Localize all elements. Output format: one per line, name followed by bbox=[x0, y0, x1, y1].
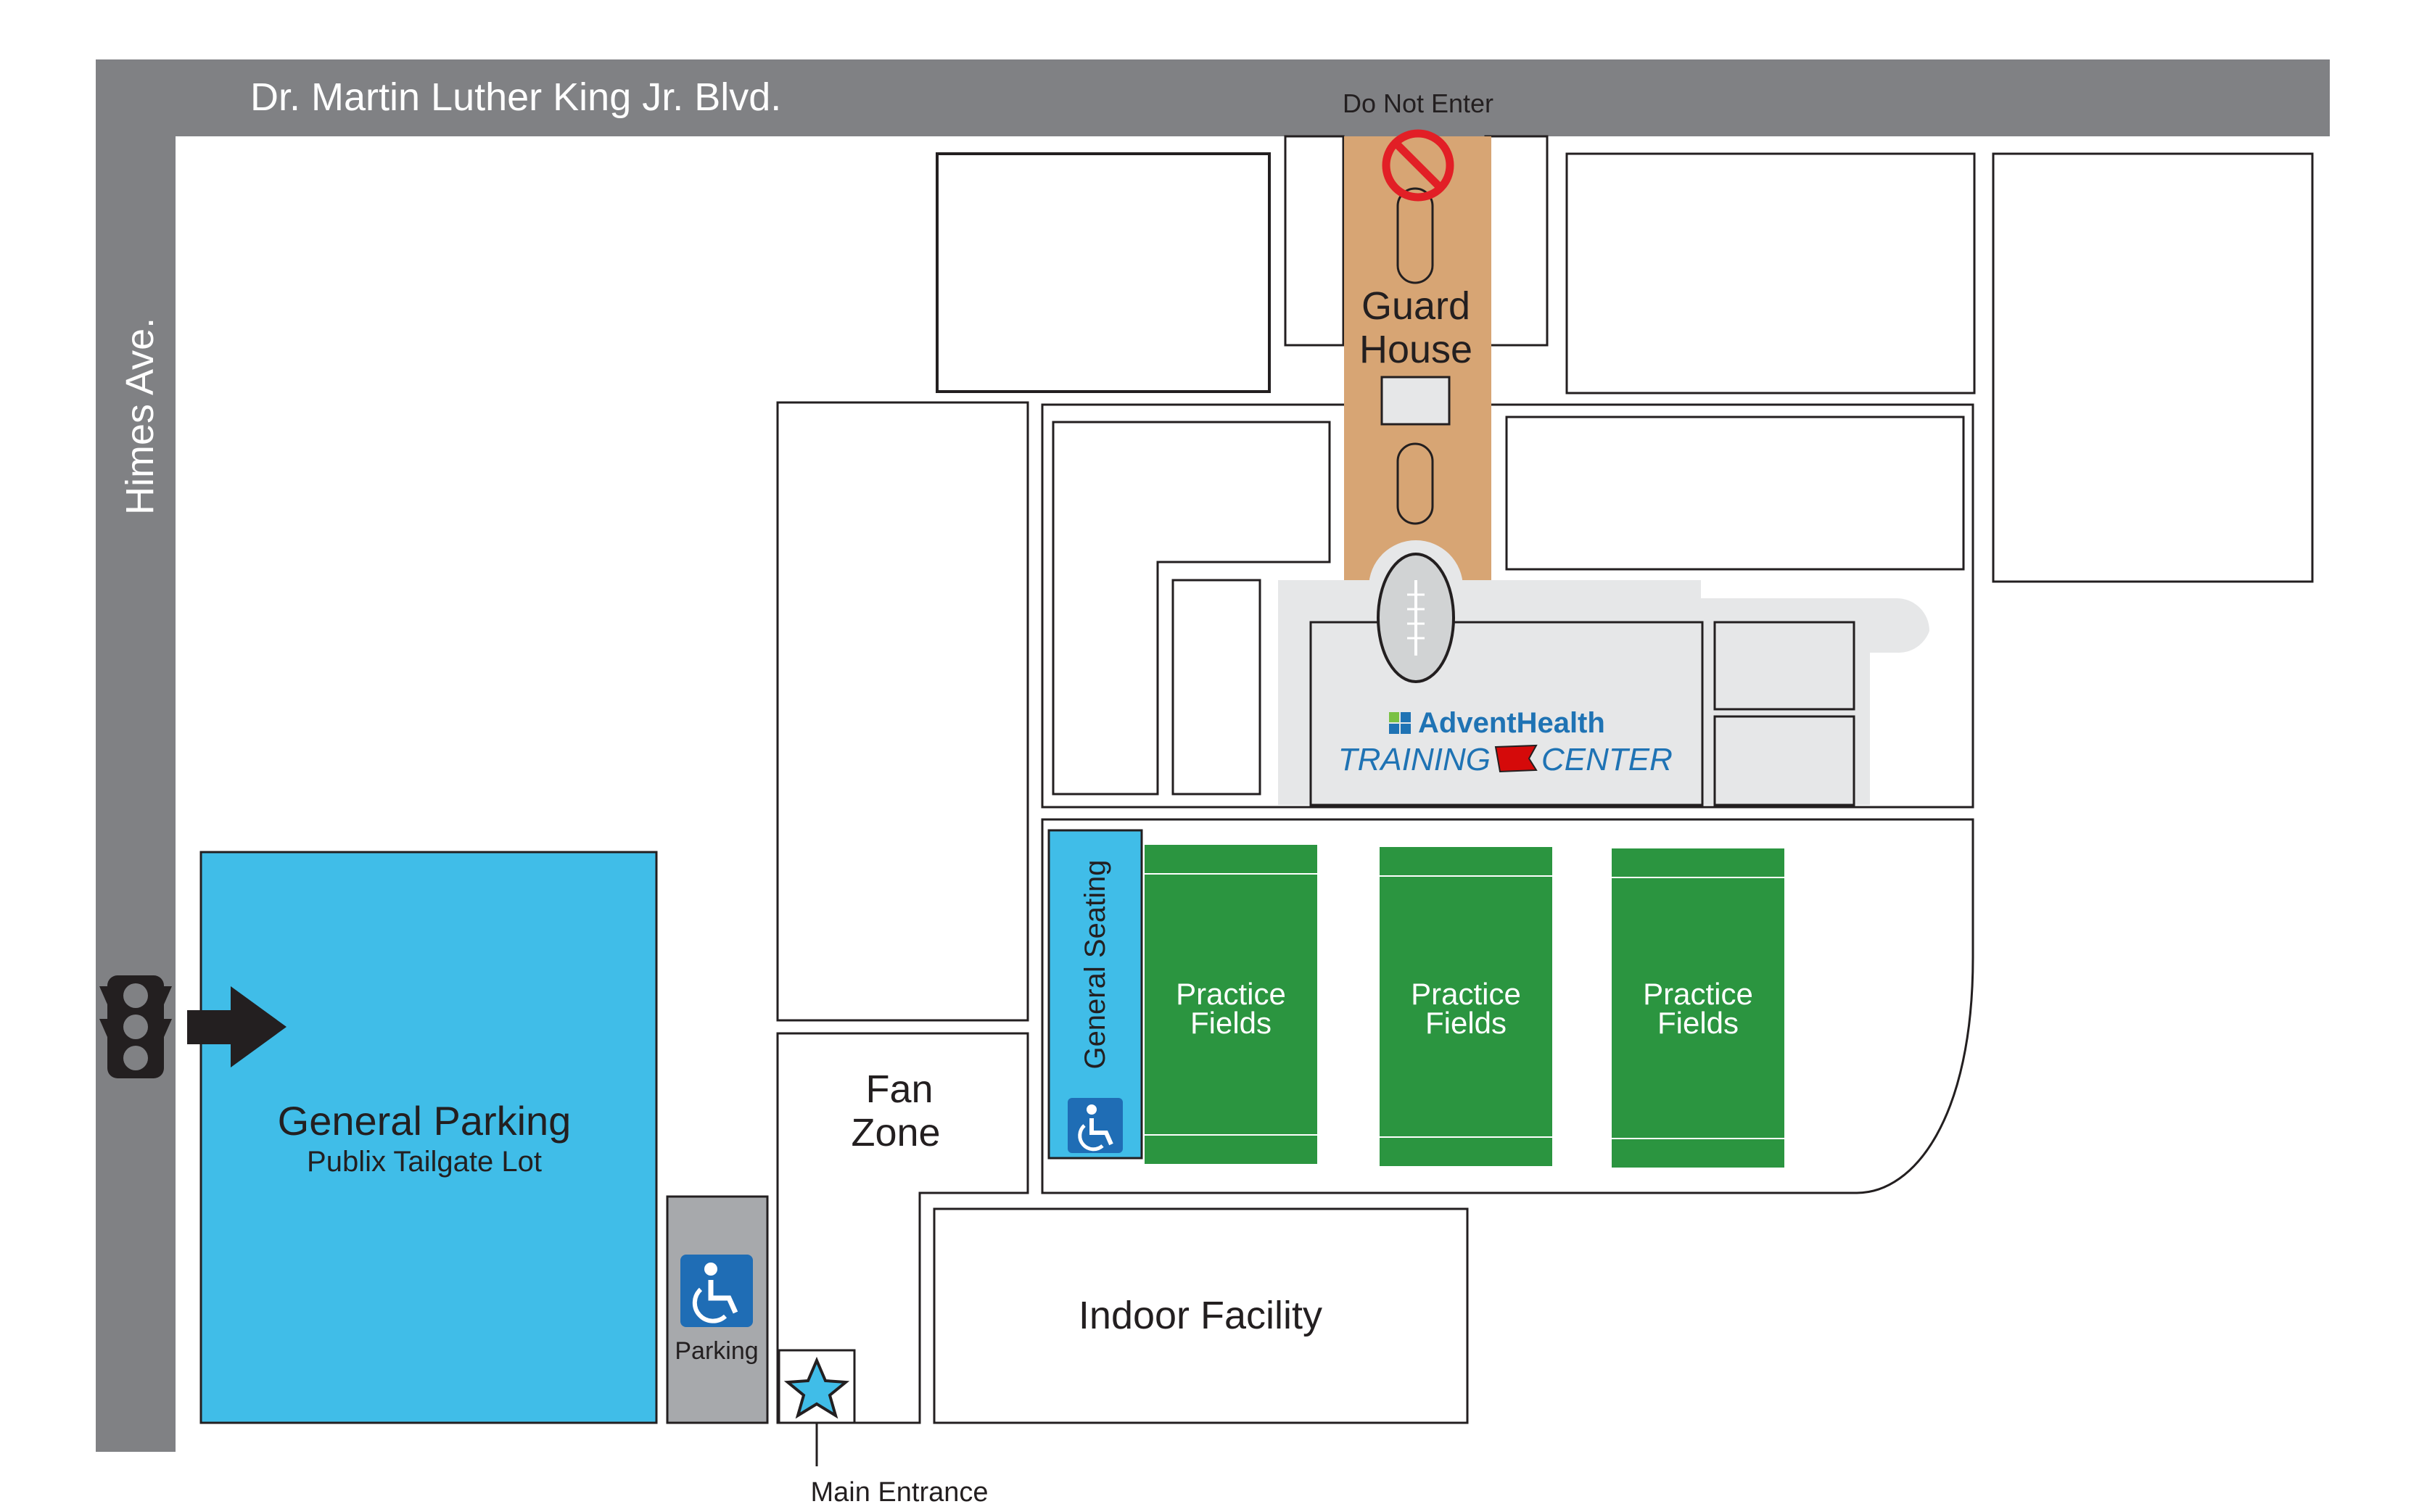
adventhealth-label: AdventHealth bbox=[1418, 707, 1605, 739]
guard-house-label: Guard bbox=[1361, 284, 1470, 328]
building-outline bbox=[776, 401, 1029, 1022]
building-outline bbox=[936, 152, 1271, 393]
building-outline bbox=[1992, 152, 2314, 583]
mlk-blvd-road bbox=[96, 59, 2330, 136]
fan-zone-outline bbox=[776, 1032, 1029, 1424]
himes-ave-label: Himes Ave. bbox=[118, 318, 162, 515]
practice-field bbox=[1380, 847, 1552, 1166]
median bbox=[1396, 187, 1434, 284]
practice-field-label: Practice bbox=[1411, 977, 1521, 1011]
building-outline bbox=[1171, 579, 1261, 796]
accessible-parking-label: Parking bbox=[675, 1337, 758, 1365]
guard-house-label: House bbox=[1359, 328, 1472, 371]
building-outline bbox=[1713, 621, 1855, 711]
building-outline bbox=[1505, 416, 1965, 571]
practice-field-label: Practice bbox=[1643, 977, 1753, 1011]
practice-field bbox=[1145, 845, 1317, 1164]
median bbox=[1396, 442, 1434, 525]
indoor-facility bbox=[933, 1207, 1469, 1424]
building-outline bbox=[1052, 421, 1331, 796]
himes-ave-road bbox=[96, 59, 176, 1452]
guard-house-booth bbox=[1380, 376, 1451, 426]
wheelchair-icon bbox=[1068, 1098, 1123, 1153]
buccaneers-flag-icon bbox=[1494, 744, 1538, 773]
guard-lane bbox=[1344, 136, 1491, 580]
fan-zone-label: Fan bbox=[865, 1067, 933, 1111]
traffic-light-icon bbox=[99, 975, 172, 1078]
practice-field bbox=[1612, 848, 1784, 1168]
star-icon bbox=[783, 1356, 850, 1419]
mlk-blvd-label: Dr. Martin Luther King Jr. Blvd. bbox=[250, 75, 781, 119]
arrow-right-icon bbox=[187, 986, 287, 1067]
training-center-building bbox=[1309, 621, 1704, 806]
no-entry-icon bbox=[1382, 129, 1454, 202]
general-seating-label: General Seating bbox=[1079, 859, 1111, 1069]
general-parking-label: General Parking bbox=[278, 1098, 572, 1144]
building-outline bbox=[1484, 135, 1549, 347]
indoor-facility-label: Indoor Facility bbox=[1079, 1294, 1322, 1337]
main-entrance-label: Main Entrance bbox=[810, 1477, 988, 1508]
practice-field-label: Fields bbox=[1190, 1006, 1272, 1040]
general-parking-subtitle: Publix Tailgate Lot bbox=[307, 1146, 542, 1178]
wheelchair-icon bbox=[680, 1255, 753, 1327]
practice-field-label: Fields bbox=[1657, 1006, 1739, 1040]
building-outline bbox=[1284, 135, 1345, 347]
practice-field-label: Fields bbox=[1425, 1006, 1507, 1040]
building-outline bbox=[1713, 715, 1855, 806]
adventhealth-logo-icon bbox=[1389, 712, 1411, 734]
practice-field-label: Practice bbox=[1176, 977, 1286, 1011]
center-label: CENTER bbox=[1541, 742, 1673, 777]
training-label: TRAINING bbox=[1338, 742, 1491, 777]
football-icon bbox=[1377, 553, 1455, 683]
fan-zone-label: Zone bbox=[851, 1111, 940, 1154]
general-parking-lot bbox=[199, 851, 658, 1424]
building-outline bbox=[1565, 152, 1976, 394]
do-not-enter-label: Do Not Enter bbox=[1343, 88, 1493, 118]
